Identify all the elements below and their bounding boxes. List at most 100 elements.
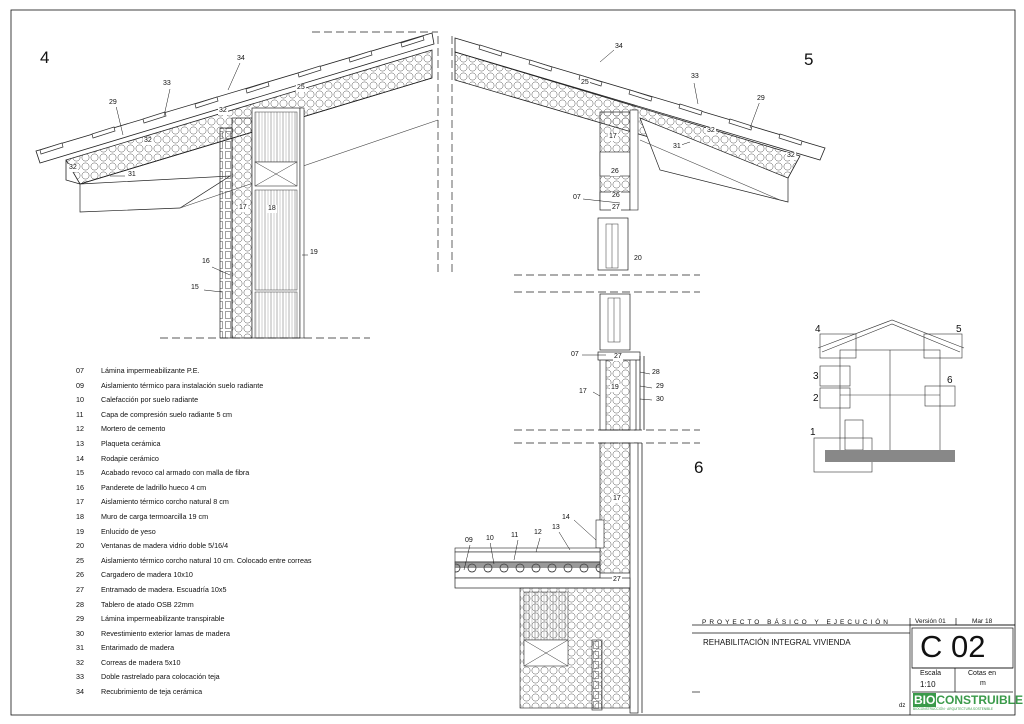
callout-label: 13 (551, 524, 561, 532)
callout-label: 29 (108, 99, 118, 107)
callout-label: 31 (127, 171, 137, 179)
legend-text: Mortero de cemento (101, 424, 166, 434)
callout-label: 18 (267, 205, 277, 213)
legend-text: Lámina impermeabilizante P.E. (101, 366, 200, 375)
date: Mar 18 (972, 618, 993, 625)
legend-code: 09 (76, 380, 84, 390)
legend-row: 19 Enlucido de yeso (76, 525, 376, 540)
callout-label: 07 (572, 194, 582, 202)
legend-code: 20 (76, 541, 84, 551)
callout-label: 15 (190, 284, 200, 292)
legend-code: 19 (76, 526, 84, 536)
legend-code: 25 (76, 555, 84, 565)
legend-text: Enlucido de yeso (101, 526, 156, 536)
callout-label: 34 (614, 43, 624, 51)
legend-code: 15 (76, 468, 84, 478)
legend-code: 18 (76, 511, 84, 521)
callout-label: 10 (485, 535, 495, 543)
legend-text: Ventanas de madera vidrio doble 5/16/4 (101, 541, 229, 551)
callout-label: 26 (610, 168, 620, 176)
key-plan (813, 319, 965, 473)
legend-text: Aislamiento térmico corcho natural 10 cm… (101, 555, 312, 565)
detail-5-section (451, 36, 826, 351)
callout-label: 32 (706, 127, 716, 135)
legend-code: 07 (76, 366, 84, 375)
callout-label: 09 (464, 537, 474, 545)
legend-code: 27 (76, 584, 84, 594)
key-plan-label-2: 2 (813, 393, 819, 404)
brand-logo-name: CONSTRUIBLE (936, 693, 1024, 707)
version: Versión 01 (915, 618, 946, 625)
callout-label: 31 (672, 143, 682, 151)
legend-row: 20 Ventanas de madera vidrio doble 5/16/4 (76, 539, 376, 554)
callout-label: 17 (612, 495, 622, 503)
legend-row: 28 Tablero de atado OSB 22mm (76, 598, 376, 613)
callout-label: 17 (238, 204, 248, 212)
callout-label: 25 (580, 79, 590, 87)
legend-code: 30 (76, 628, 84, 638)
legend-code: 33 (76, 672, 84, 682)
legend-code: 16 (76, 482, 84, 492)
callout-label: 25 (296, 84, 306, 92)
callout-label: 30 (655, 396, 665, 404)
brand-tagline: BIOCONSTRUCCIÓN · ARQUITECTURA SOSTENIBL… (913, 707, 994, 711)
legend-row: 18 Muro de carga termoarcilla 19 cm (76, 510, 376, 525)
callout-label: 34 (236, 55, 246, 63)
legend-text: Entramado de madera. Escuadría 10x5 (101, 584, 227, 594)
legend-text: Calefacción por suelo radiante (101, 395, 199, 405)
key-plan-label-3: 3 (813, 371, 819, 382)
legend-code: 14 (76, 453, 84, 463)
sheet-frame (10, 9, 1016, 716)
callout-label: 20 (633, 255, 643, 263)
callout-label: 17 (578, 388, 588, 396)
callout-label: 19 (610, 384, 620, 392)
legend-row: 25 Aislamiento térmico corcho natural 10 … (76, 554, 376, 569)
legend-code: 17 (76, 497, 84, 507)
callout-label: 17 (608, 133, 618, 141)
callout-label: 27 (611, 204, 621, 212)
callout-label: 33 (162, 80, 172, 88)
edge-text: dz (899, 703, 906, 709)
units-label: Cotas en (968, 670, 997, 677)
legend-text: Correas de madera 5x10 (101, 657, 181, 667)
callout-label: 29 (655, 383, 665, 391)
callout-label: 29 (756, 95, 766, 103)
legend-text: Entarimado de madera (101, 643, 175, 653)
legend-code: 10 (76, 395, 84, 405)
callout-label: 27 (612, 576, 622, 584)
legend-code: 26 (76, 570, 84, 580)
legend-text: Panderete de ladrillo hueco 4 cm (101, 482, 207, 492)
callout-label: 19 (309, 249, 319, 257)
detail-number-5: 5 (804, 50, 814, 69)
legend-code: 12 (76, 424, 84, 434)
callout-label: 12 (533, 529, 543, 537)
legend-text: Rodapie cerámico (101, 453, 159, 463)
detail-number-6: 6 (694, 458, 704, 477)
detail-6-section (454, 442, 643, 714)
legend-text: Aislamiento térmico para instalación sue… (101, 380, 264, 390)
drawing-title: REHABILITACIÓN INTEGRAL VIVIENDA (703, 638, 851, 647)
legend-row: 27 Entramado de madera. Escuadría 10x5 (76, 583, 376, 598)
legend-code: 29 (76, 614, 84, 624)
callout-label: 28 (651, 369, 661, 377)
key-plan-label-5: 5 (956, 324, 962, 335)
key-plan-label-1: 1 (810, 427, 816, 438)
callout-label: 27 (613, 353, 623, 361)
legend-text: Muro de carga termoarcilla 19 cm (101, 511, 209, 521)
detail-number-4: 4 (40, 48, 50, 67)
sheet-number: C 02 (920, 629, 986, 664)
legend-text: Doble rastrelado para colocación teja (101, 672, 220, 682)
legend-text: Capa de compresión suelo radiante 5 cm (101, 409, 233, 419)
legend-code: 28 (76, 599, 84, 609)
legend-row: 33 Doble rastrelado para colocación teja (76, 670, 376, 685)
brand-logo: BIOCONSTRUIBLE (913, 693, 1023, 707)
legend-text: Tablero de atado OSB 22mm (101, 599, 194, 609)
callout-label: 33 (690, 73, 700, 81)
wall-section-middle (514, 351, 700, 444)
legend-text: Lámina impermeabilizante transpirable (101, 614, 225, 624)
